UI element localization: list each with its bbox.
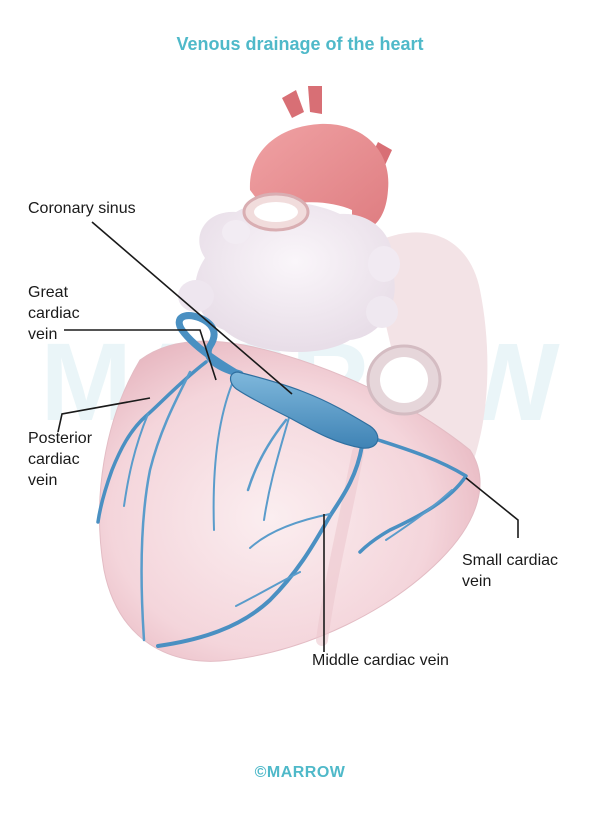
- leader-small-cardiac-vein: [465, 477, 519, 538]
- middle-cardiac-vein: [156, 444, 364, 648]
- left-marginal-branch: [212, 383, 233, 531]
- copyright-footer: ©MARROW: [254, 764, 346, 781]
- great-cardiac-vein: [175, 312, 266, 392]
- label-coronary-sinus: Coronary sinus: [28, 198, 136, 219]
- coronary-sinus: [229, 371, 379, 449]
- oblique-branch-2: [263, 413, 291, 521]
- label-line: cardiac: [28, 305, 80, 322]
- small-cardiac-vein: [358, 436, 468, 554]
- posterior-cardiac-vein: [96, 360, 208, 524]
- label-line: vein: [462, 573, 492, 590]
- label-posterior-cardiac-vein: Posterior cardiac vein: [28, 428, 92, 491]
- posterior-vein-twig: [123, 413, 149, 507]
- leader-posterior-cardiac-vein: [57, 397, 151, 433]
- label-line: Middle cardiac vein: [312, 652, 449, 669]
- ivc-lumen: [380, 357, 428, 403]
- label-line: Coronary sinus: [28, 200, 136, 217]
- diagram-title: Venous drainage of the heart: [176, 34, 424, 54]
- label-line: Posterior: [28, 430, 93, 447]
- label-small-cardiac-vein: Small cardiac vein: [462, 550, 558, 592]
- label-line: Great: [28, 284, 69, 301]
- oblique-branch: [246, 418, 288, 492]
- leader-lines: [57, 221, 519, 652]
- label-line: Small cardiac: [462, 552, 559, 569]
- label-line: cardiac: [28, 451, 80, 468]
- vein-network: [96, 312, 468, 648]
- label-line: vein: [28, 326, 58, 343]
- aortic-lumen: [254, 202, 298, 222]
- left-ventricle: [99, 340, 481, 662]
- leader-great-cardiac-vein: [64, 329, 217, 381]
- small-vein-branch: [385, 489, 453, 541]
- atria: [178, 201, 400, 353]
- middle-vein-branch-2: [235, 571, 301, 607]
- label-middle-cardiac-vein: Middle cardiac vein: [312, 650, 449, 671]
- aorta: [249, 86, 392, 234]
- middle-vein-branch: [249, 513, 331, 549]
- leader-coronary-sinus: [91, 221, 293, 395]
- posterior-vein-branch: [140, 370, 192, 642]
- label-line: vein: [28, 472, 58, 489]
- label-great-cardiac-vein: Great cardiac vein: [28, 282, 80, 345]
